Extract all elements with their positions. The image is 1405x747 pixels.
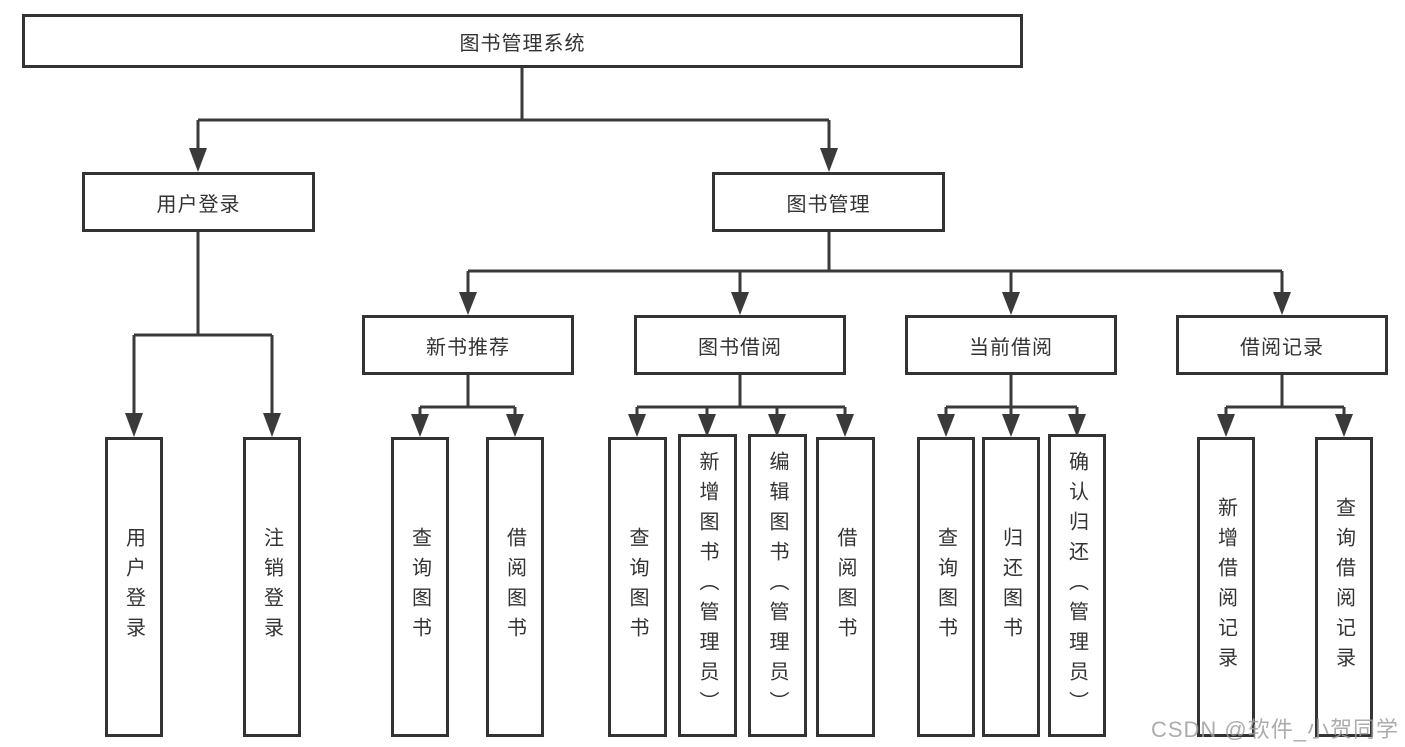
leaf-query-books-current: 查询图书 <box>917 437 975 737</box>
node-user-login: 用户登录 <box>82 172 315 232</box>
node-current-borrow: 当前借阅 <box>905 315 1117 375</box>
leaf-borrow-books-recommend: 借阅图书 <box>486 437 544 737</box>
csdn-watermark: CSDN @软件_小贺同学 <box>1150 717 1399 742</box>
leaf-query-books-recommend: 查询图书 <box>391 437 449 737</box>
node-root: 图书管理系统 <box>22 14 1023 68</box>
node-new-book-recommend: 新书推荐 <box>362 315 574 375</box>
leaf-borrow-books-borrow: 借阅图书 <box>816 437 875 737</box>
leaf-return-book: 归还图书 <box>982 437 1040 737</box>
node-book-borrow: 图书借阅 <box>634 315 846 375</box>
leaf-user-login: 用户登录 <box>105 437 163 737</box>
leaf-confirm-return-admin: 确认归还（管理员） <box>1048 434 1106 737</box>
node-book-mgmt: 图书管理 <box>712 172 945 232</box>
leaf-logout: 注销登录 <box>243 437 301 737</box>
leaf-query-borrow-record: 查询借阅记录 <box>1315 437 1373 737</box>
leaf-edit-book-admin: 编辑图书（管理员） <box>748 434 807 737</box>
leaf-query-books-borrow: 查询图书 <box>608 437 667 737</box>
leaf-add-borrow-record: 新增借阅记录 <box>1197 437 1255 737</box>
leaf-add-book-admin: 新增图书（管理员） <box>678 434 737 737</box>
node-borrow-records: 借阅记录 <box>1176 315 1388 375</box>
